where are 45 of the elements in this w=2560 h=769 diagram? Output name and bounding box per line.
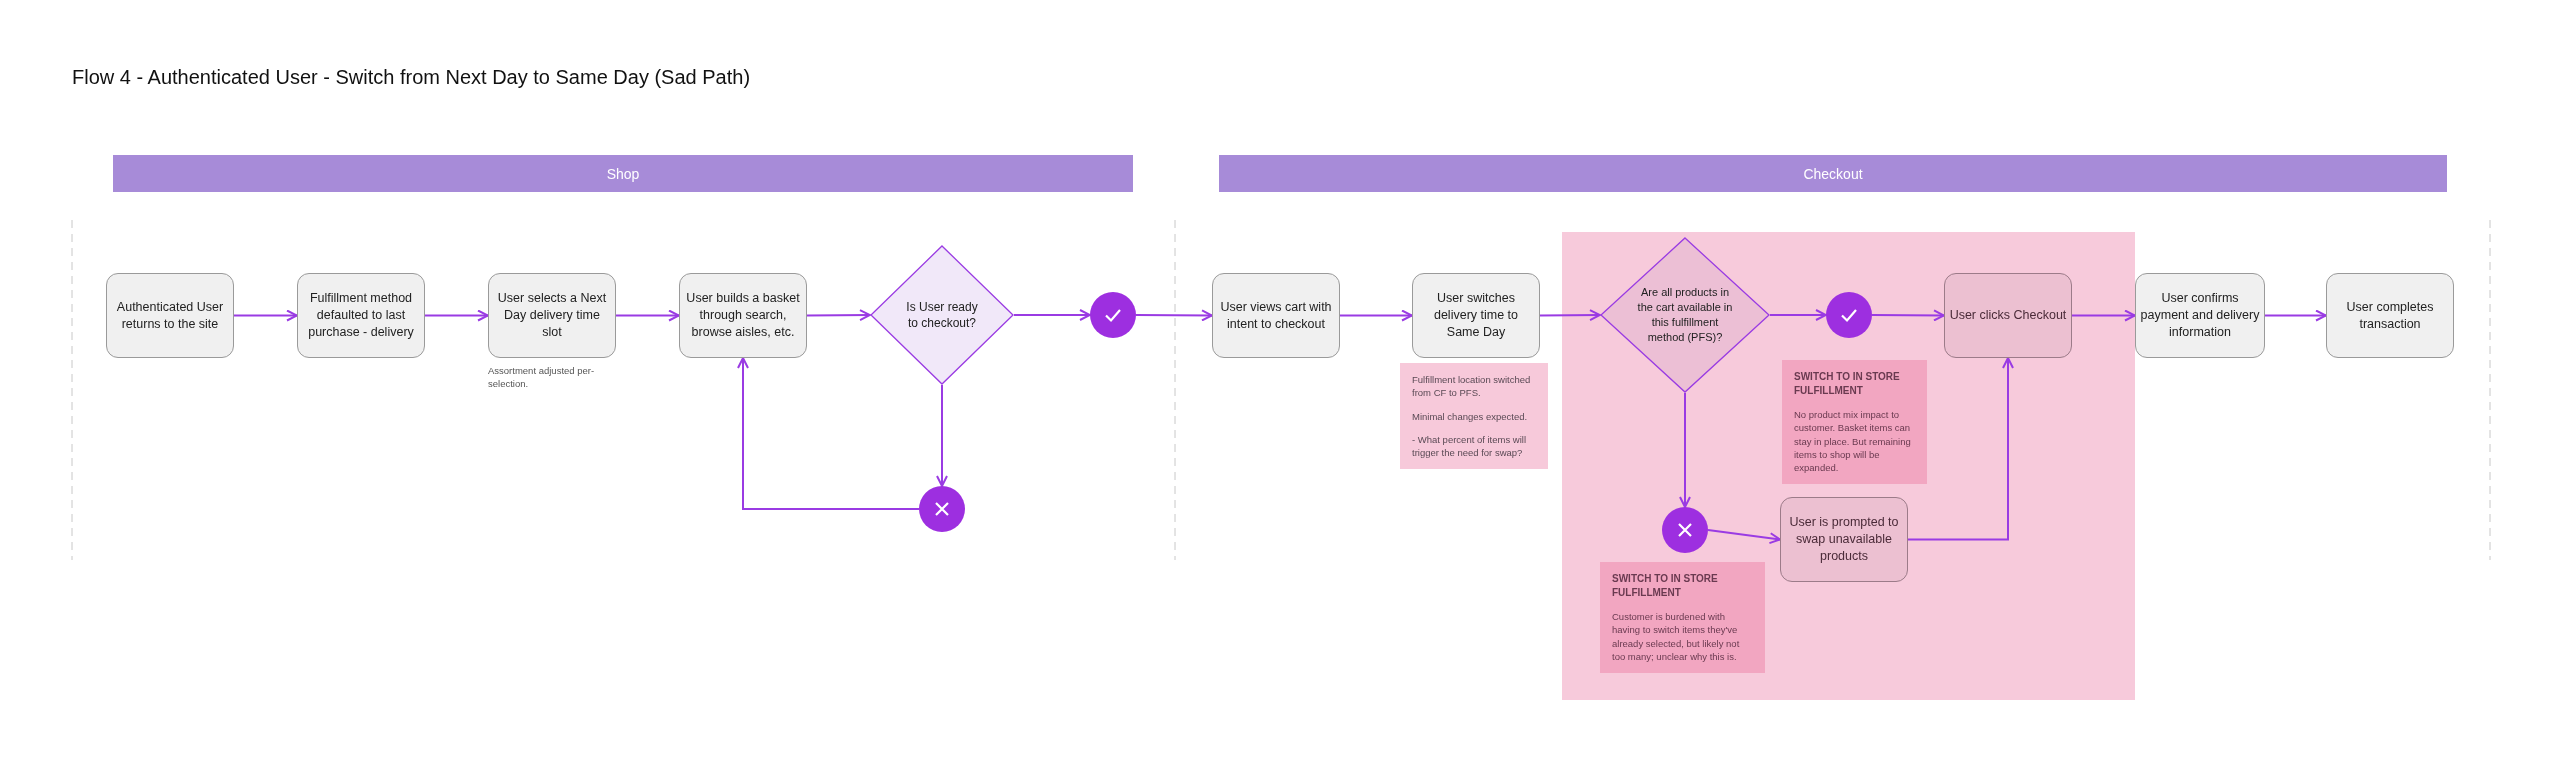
lane-header: Checkout: [1219, 155, 2447, 192]
process-box: Authenticated User returns to the site: [106, 273, 234, 358]
arrow: [2071, 309, 2136, 322]
note-text: - What percent of items will trigger the need for swap?: [1412, 432, 1528, 460]
process-box: User builds a basket through search, browse aisles, etc.: [679, 273, 807, 358]
arrow: [806, 309, 871, 322]
process-box: Fulfillment method defaulted to last purchase - delivery: [297, 273, 425, 358]
note-heading: SWITCH TO IN STORE FULFILLMENT: [1794, 370, 1901, 398]
arrow: [1539, 309, 1601, 322]
sticky-note: [1600, 562, 1765, 674]
note-text: No product mix impact to customer. Basket items can stay in place. But remaining items to shop will be expanded.: [1794, 408, 1912, 475]
sticky-note: [1782, 360, 1927, 485]
arrow: [424, 309, 489, 322]
arrow: [233, 309, 298, 322]
process-box: User confirms payment and delivery information: [2135, 273, 2265, 358]
sticky-note: [1400, 363, 1548, 470]
arrow: [1707, 529, 1781, 545]
process-box: User is prompted to swap unavailable products: [1780, 497, 1908, 582]
process-box: User clicks Checkout: [1944, 273, 2072, 358]
arrow: [615, 309, 680, 322]
arrow: [936, 384, 948, 487]
decision-diamond: Is User ready to checkout?: [870, 245, 1014, 385]
process-box: User views cart with intent to checkout: [1212, 273, 1340, 358]
arrow: [1135, 309, 1213, 322]
diagram-title: Flow 4 - Authenticated User - Switch from Next Day to Same Day (Sad Path): [72, 66, 751, 89]
decision-diamond: Are all products in the cart available in this fulfillment method (PFS)?: [1600, 237, 1770, 393]
status-circle: [919, 486, 965, 532]
arrow: [1871, 309, 1945, 322]
arrow: [1013, 309, 1091, 321]
note-text: Minimal changes expected.: [1412, 409, 1529, 423]
annotation-text: Assortment adjusted per-selection.: [488, 364, 596, 391]
process-box: User selects a Next Day delivery time slot: [488, 273, 616, 358]
arrow: [1679, 392, 1691, 508]
arrow: [1769, 309, 1827, 321]
arrow: [737, 357, 920, 510]
arrow: [2264, 309, 2327, 322]
note-text: Fulfillment location switched from CF to PFS.: [1412, 373, 1532, 400]
status-circle: [1090, 292, 1136, 338]
arrow: [1339, 309, 1413, 322]
process-box: User completes transaction: [2326, 273, 2454, 358]
lane-header: Shop: [113, 155, 1133, 192]
process-box: User switches delivery time to Same Day: [1412, 273, 1540, 358]
arrow: [1907, 357, 2014, 541]
note-text: Customer is burdened with having to switch items they've already selected, but likely not too many; unclear why this is.: [1612, 610, 1741, 664]
note-heading: SWITCH TO IN STORE FULFILLMENT: [1612, 572, 1719, 600]
